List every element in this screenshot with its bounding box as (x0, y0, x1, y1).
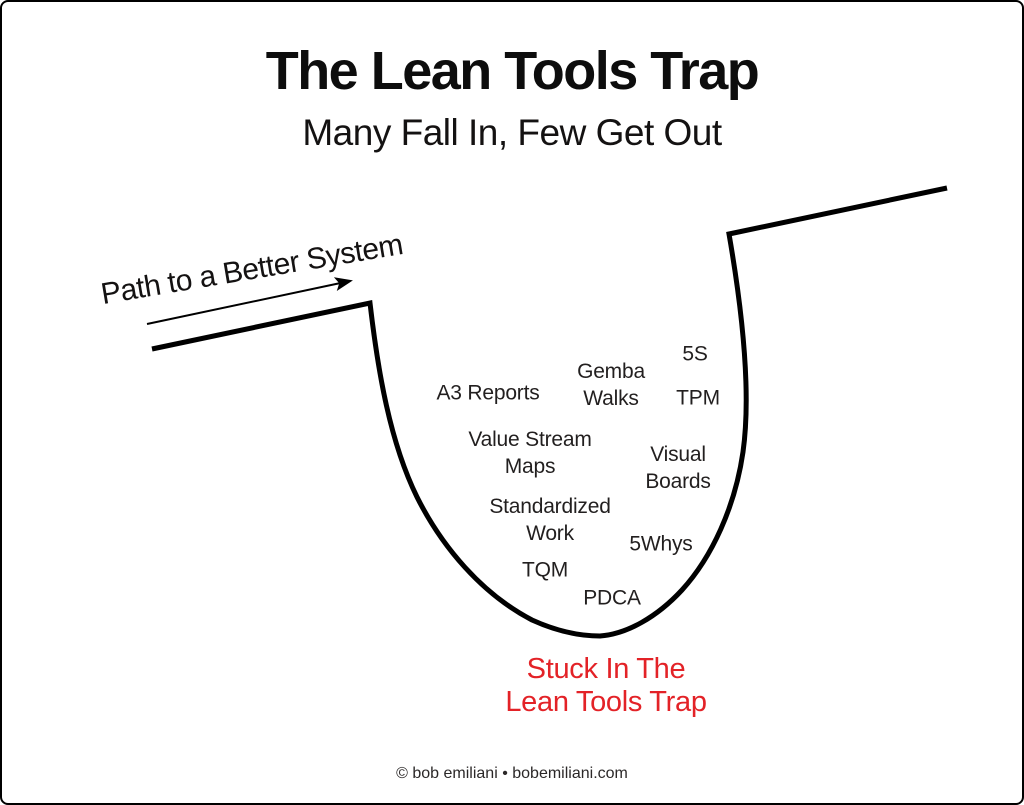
pit-label-standardized-work: Standardized Work (489, 495, 611, 545)
pit-label-value-stream-maps: Value Stream Maps (468, 428, 592, 478)
pit-label-5whys: 5Whys (629, 532, 693, 556)
pit-label-5s: 5S (682, 342, 708, 366)
footer-credit: © bob emiliani • bobemiliani.com (396, 765, 628, 782)
pit-label-pdca: PDCA (583, 586, 641, 610)
path-to-better-system-label: Path to a Better System (98, 228, 406, 311)
page-subtitle: Many Fall In, Few Get Out (302, 112, 722, 153)
pit-label-visual-boards: Visual Boards (645, 443, 711, 493)
stuck-in-trap-caption: Stuck In The Lean Tools Trap (505, 653, 707, 718)
page-title: The Lean Tools Trap (265, 41, 760, 101)
pit-label-a3-reports: A3 Reports (436, 381, 540, 405)
pit-label-tpm: TPM (676, 386, 720, 410)
pit-label-gemba-walks: Gemba Walks (577, 360, 645, 410)
pit-label-tqm: TQM (521, 558, 569, 582)
